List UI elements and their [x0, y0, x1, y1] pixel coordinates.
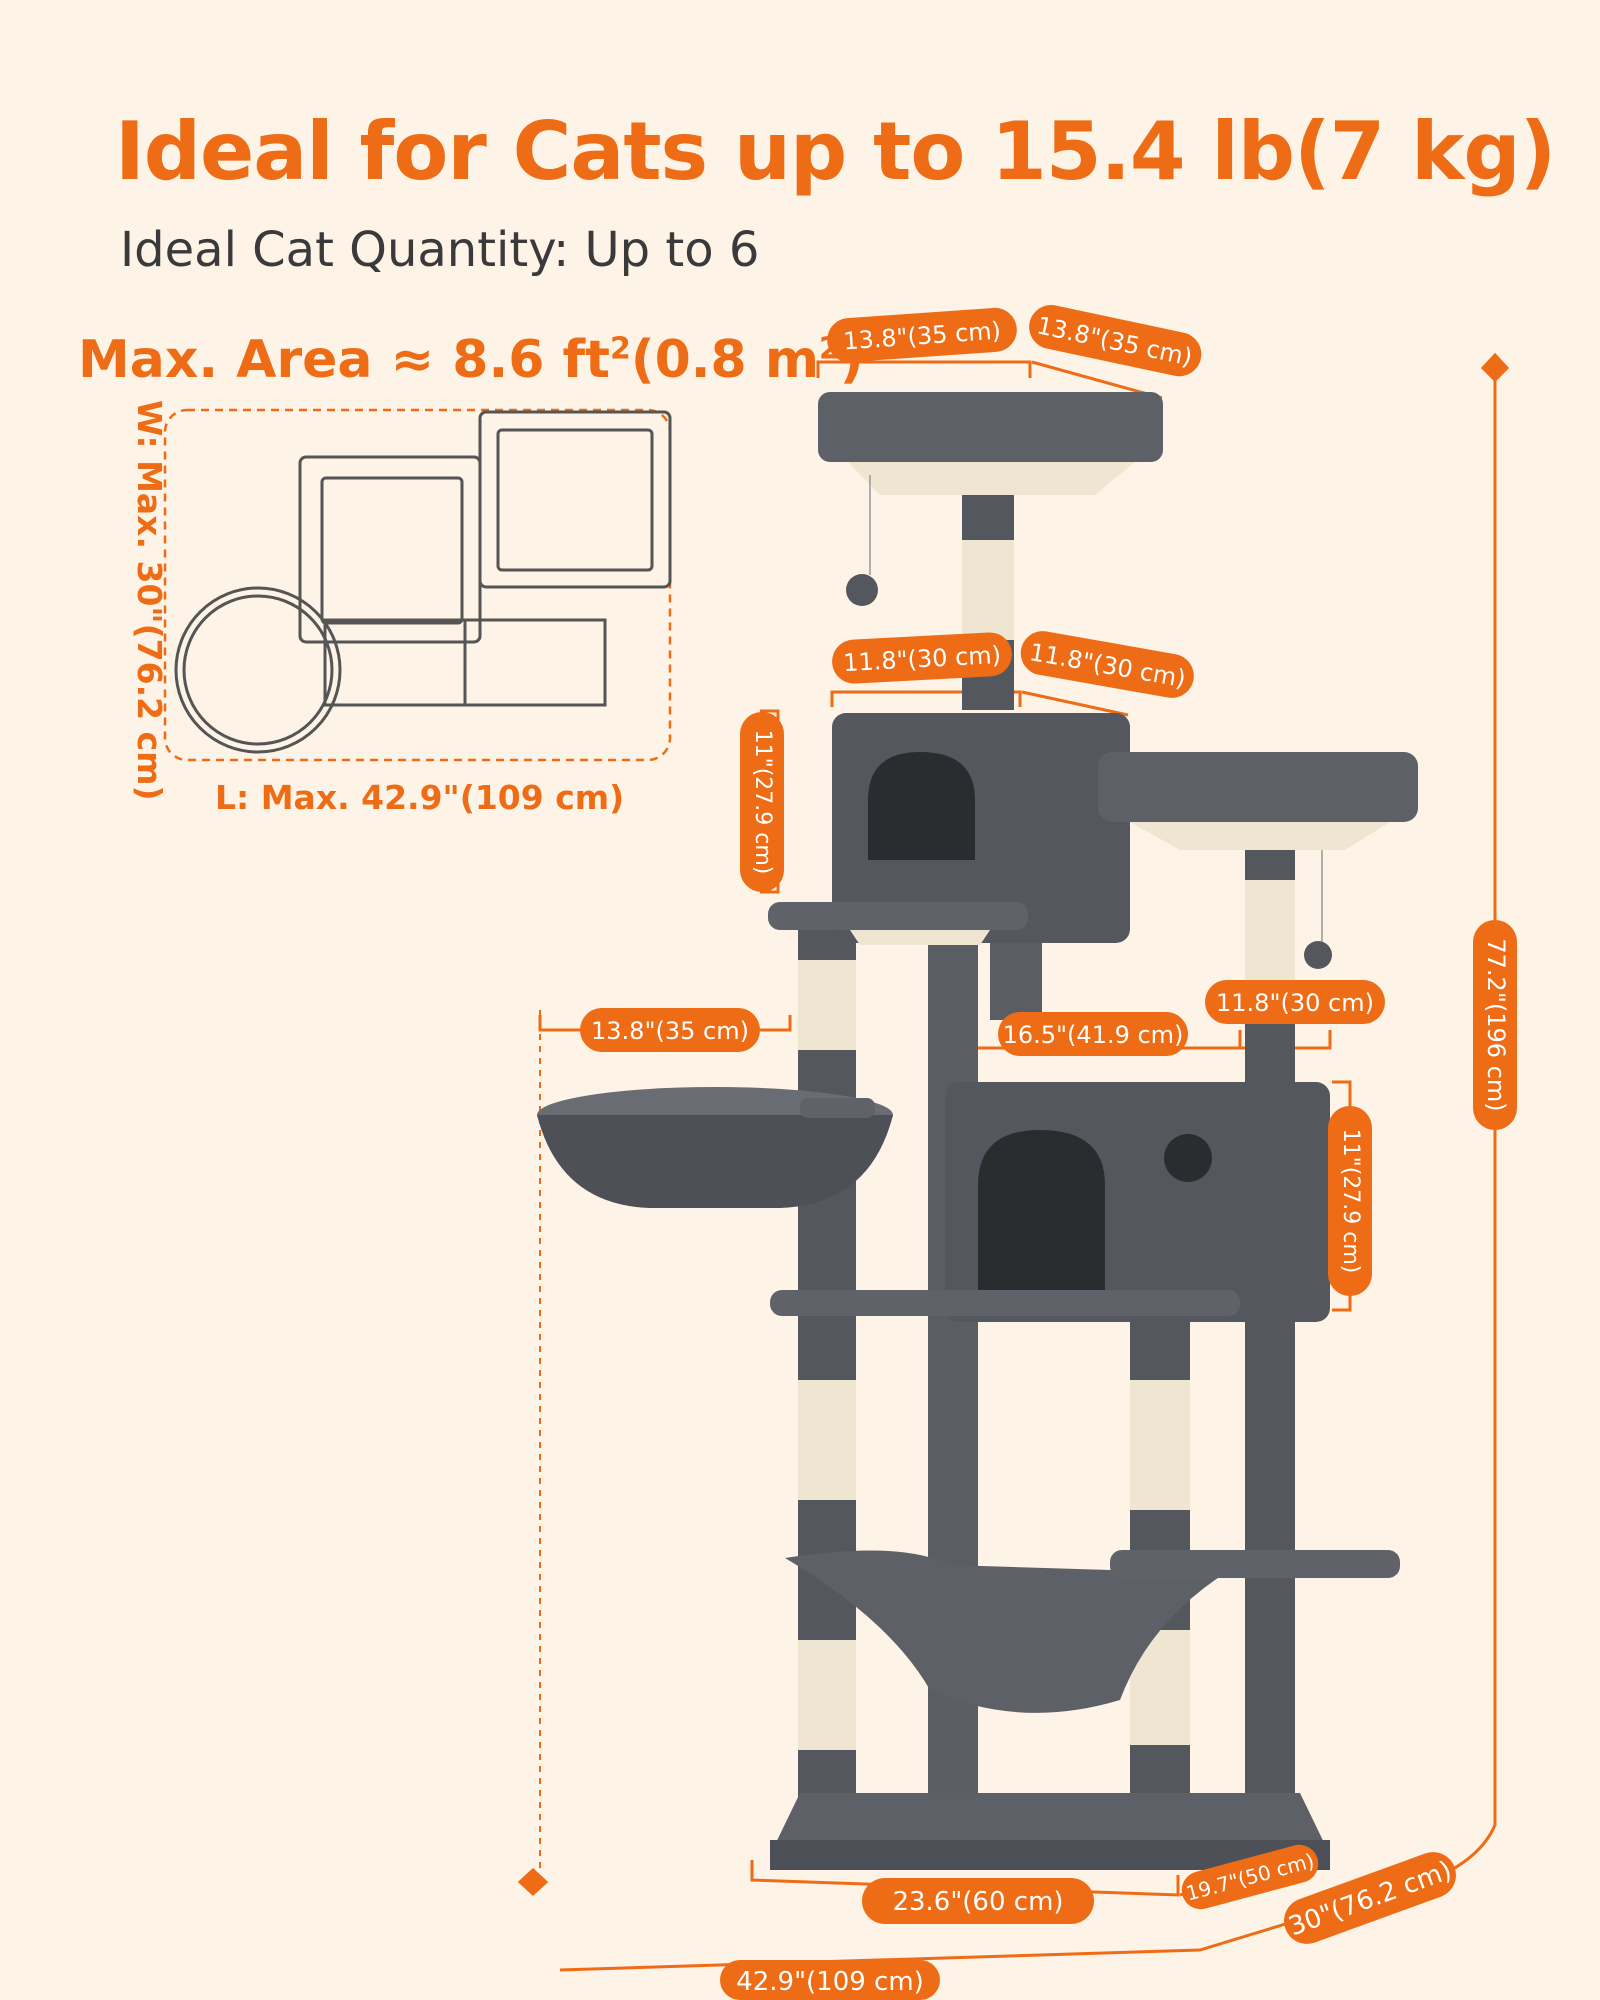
top-perch-width-badge: 13.8"(35 cm)	[827, 307, 1017, 363]
total-width-badge: 42.9"(109 cm)	[720, 1960, 940, 2000]
side-perch-width-badge: 11.8"(30 cm)	[1205, 980, 1385, 1024]
upper-condo-height-badge: 11"(27.9 cm)	[740, 712, 784, 892]
area-length-label: L: Max. 42.9"(109 cm)	[215, 778, 625, 817]
area-width-label: W: Max. 30"(76.2 cm)	[130, 400, 169, 801]
svg-text:11"(27.9 cm): 11"(27.9 cm)	[750, 730, 775, 875]
svg-text:23.6"(60 cm): 23.6"(60 cm)	[892, 1887, 1063, 1917]
svg-text:13.8"(35 cm): 13.8"(35 cm)	[591, 1017, 749, 1045]
footprint-diagram	[163, 408, 672, 762]
basket-width-badge: 13.8"(35 cm)	[580, 1008, 760, 1052]
total-height-badge: 77.2"(196 cm)	[1473, 920, 1517, 1130]
upper-condo-width-badge: 11.8"(30 cm)	[832, 632, 1012, 684]
svg-text:42.9"(109 cm): 42.9"(109 cm)	[736, 1967, 924, 1997]
base-width-badge: 23.6"(60 cm)	[862, 1878, 1094, 1924]
svg-text:16.5"(41.9 cm): 16.5"(41.9 cm)	[1003, 1021, 1184, 1049]
lower-condo-width-badge: 16.5"(41.9 cm)	[998, 1012, 1188, 1056]
svg-text:11"(27.9 cm): 11"(27.9 cm)	[1338, 1129, 1363, 1274]
svg-text:77.2"(196 cm): 77.2"(196 cm)	[1482, 938, 1510, 1111]
lower-condo-height-badge: 11"(27.9 cm)	[1328, 1106, 1372, 1296]
headline: Ideal for Cats up to 15.4 lb(7 kg)	[115, 105, 1556, 198]
cat-quantity-text: Ideal Cat Quantity: Up to 6	[120, 222, 760, 278]
cat-tree	[537, 392, 1418, 1870]
svg-text:11.8"(30 cm): 11.8"(30 cm)	[1216, 989, 1374, 1017]
upper-condo-depth-badge: 11.8"(30 cm)	[1020, 631, 1194, 698]
